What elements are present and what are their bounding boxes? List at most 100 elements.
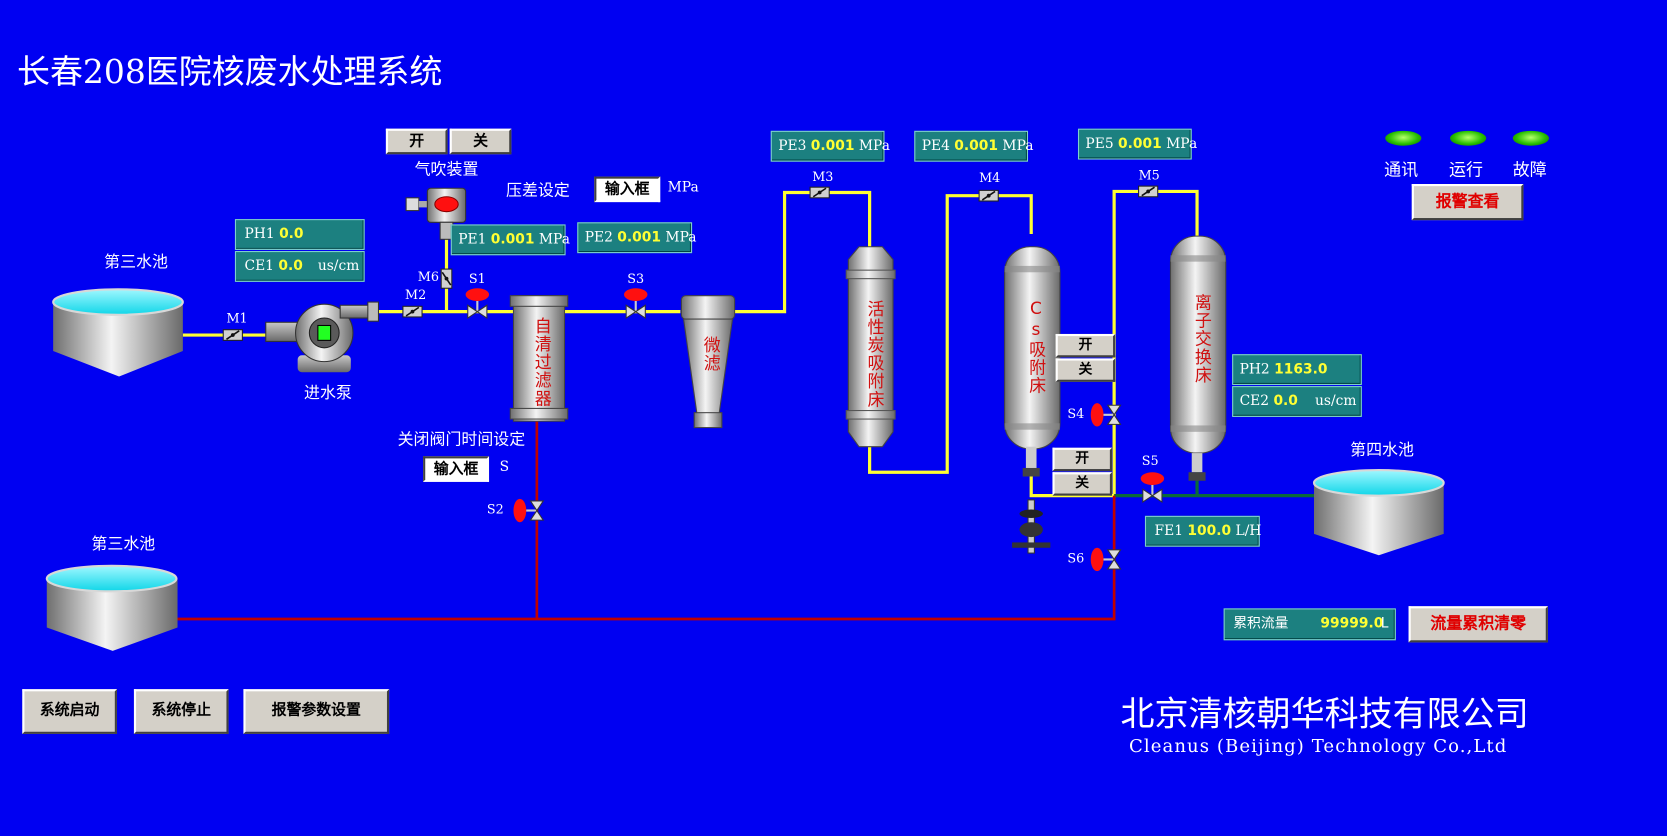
inlet-pump	[265, 301, 379, 373]
valve-close-time-input[interactable]: 输入框	[423, 456, 490, 482]
pe4-value: 0.001	[954, 138, 999, 155]
valve-m5-tag: M5	[1138, 168, 1160, 183]
valve-close-time-unit: S	[499, 459, 510, 476]
valve-s1-tag: S1	[468, 271, 486, 287]
self-clean-filter-vessel	[509, 295, 569, 422]
ce2-name: CE2	[1239, 393, 1270, 410]
ce1-name: CE1	[244, 258, 274, 275]
fault-status-led	[1512, 130, 1549, 146]
pe2-name: PE2	[584, 229, 613, 246]
valve-s2	[512, 497, 545, 524]
tank-3-upper	[52, 288, 184, 377]
fault-status-label: 故障	[1512, 159, 1547, 180]
tank-3-lower-label: 第三水池	[91, 533, 156, 554]
system-stop-button[interactable]: 系统停止	[133, 689, 229, 734]
pe5-unit: MPa	[1166, 136, 1198, 153]
pe4-name: PE4	[921, 138, 950, 155]
pressure-setting-label: 压差设定	[506, 180, 570, 200]
flow-total-value: 99999.0	[1320, 615, 1384, 632]
valve-m3	[809, 186, 831, 199]
valve-m5	[1137, 185, 1159, 198]
pe5-name: PE5	[1085, 136, 1114, 153]
alarm-params-button[interactable]: 报警参数设置	[243, 689, 390, 734]
micro-filter-vessel	[680, 295, 736, 429]
pe3-name: PE3	[778, 138, 807, 155]
pe1-value: 0.001	[490, 231, 535, 248]
cs-open-button-2[interactable]: 开	[1052, 447, 1113, 472]
run-status-label: 运行	[1449, 159, 1484, 180]
pe1-name: PE1	[458, 231, 487, 248]
run-status-led	[1450, 130, 1487, 146]
valve-close-time-label: 关闭阀门时间设定	[397, 429, 526, 449]
ph2-name: PH2	[1239, 361, 1270, 378]
ce1-unit: us/cm	[317, 258, 360, 275]
flow-total-unit: L	[1380, 615, 1389, 632]
pump-label: 进水泵	[304, 382, 352, 403]
valve-s3-tag: S3	[627, 271, 645, 287]
valve-m4	[978, 189, 1000, 202]
cs-open-button-1[interactable]: 开	[1055, 333, 1116, 358]
company-name-cn: 北京清核朝华科技有限公司	[1120, 693, 1529, 734]
pe1-panel: PE1 0.001 MPa	[450, 224, 570, 256]
ph1-panel: PH1 0.0	[234, 219, 365, 250]
ce2-panel: CE2 0.0 us/cm	[1232, 386, 1362, 417]
valve-m2	[402, 305, 423, 318]
valve-m2-tag: M2	[405, 287, 427, 303]
ph1-name: PH1	[244, 226, 275, 243]
pe5-panel: PE5 0.001 MPa	[1077, 128, 1197, 160]
cs-close-button-1[interactable]: 关	[1055, 358, 1116, 382]
ce1-value: 0.0	[278, 258, 303, 275]
valve-s4	[1089, 402, 1122, 428]
carbon-bed-label: 活性炭吸附床	[864, 299, 885, 409]
valve-s5	[1139, 471, 1166, 504]
ion-bed-vessel	[1169, 235, 1227, 481]
pe3-value: 0.001	[810, 138, 855, 155]
fe1-panel: FE1 100.0 L/H	[1144, 515, 1262, 547]
fe1-unit: L/H	[1235, 523, 1262, 540]
air-blow-open-button[interactable]: 开	[385, 128, 448, 155]
comm-status-led	[1385, 130, 1422, 146]
carbon-bed-vessel	[845, 246, 896, 448]
pe3-panel: PE3 0.001 MPa	[770, 130, 890, 162]
flow-reset-button[interactable]: 流量累积清零	[1408, 606, 1548, 643]
pe2-unit: MPa	[665, 229, 697, 246]
valve-s6	[1089, 546, 1122, 573]
ce1-panel: CE1 0.0 us/cm	[234, 251, 365, 282]
fe1-value: 100.0	[1187, 523, 1232, 540]
pe4-unit: MPa	[1002, 138, 1034, 155]
valve-s3	[622, 287, 649, 320]
air-blow-close-button[interactable]: 关	[449, 128, 512, 155]
micro-filter-label: 微滤	[700, 336, 721, 373]
valve-m4-tag: M4	[979, 170, 1001, 186]
fe1-name: FE1	[1154, 523, 1183, 540]
tank-4	[1312, 469, 1445, 556]
air-blow-device	[405, 187, 467, 240]
system-start-button[interactable]: 系统启动	[22, 689, 117, 734]
valve-s5-tag: S5	[1141, 453, 1159, 468]
valve-s2-tag: S2	[486, 502, 504, 517]
ph2-panel: PH2 1163.0	[1232, 354, 1362, 386]
page-title: 长春208医院核废水处理系统	[17, 53, 443, 92]
self-clean-filter-label: 自清过滤器	[531, 316, 552, 408]
valve-s4-tag: S4	[1067, 406, 1085, 422]
tank-3-upper-label: 第三水池	[104, 252, 168, 272]
ion-bed-label: 离子交换床	[1191, 293, 1212, 384]
pe2-panel: PE2 0.001 MPa	[577, 222, 696, 254]
valve-m6	[440, 268, 453, 290]
company-name-en: Cleanus (Beijing) Technology Co.,Ltd	[1129, 736, 1508, 758]
cs-bed-vessel	[1004, 246, 1061, 554]
cs-close-button-2[interactable]: 关	[1052, 472, 1113, 496]
ph1-value: 0.0	[279, 226, 304, 243]
pe1-unit: MPa	[538, 231, 570, 248]
ph2-value: 1163.0	[1274, 361, 1328, 378]
flow-total-panel: 累积流量 99999.0 L	[1223, 608, 1396, 641]
valve-m1	[222, 328, 244, 342]
valve-m3-tag: M3	[812, 169, 834, 185]
tank-4-label: 第四水池	[1350, 440, 1414, 460]
alarm-view-button[interactable]: 报警查看	[1411, 184, 1524, 221]
valve-s1	[464, 287, 491, 320]
pressure-setting-input[interactable]: 输入框	[594, 176, 661, 203]
tank-3-lower	[45, 564, 178, 651]
ce2-value: 0.0	[1273, 393, 1298, 410]
